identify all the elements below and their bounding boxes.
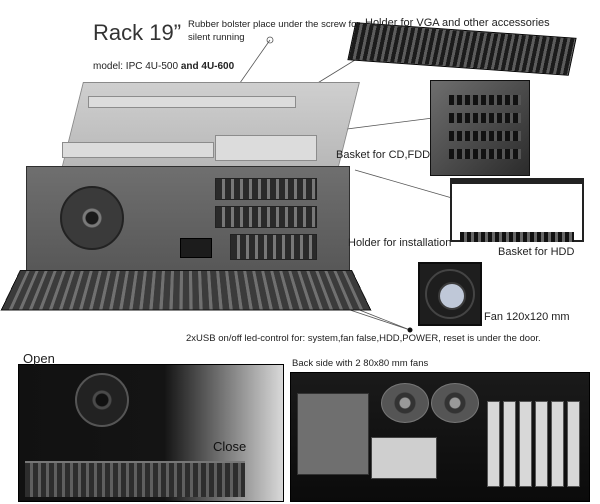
rubber-bolster-note: Rubber bolster place under the screw for… — [188, 19, 360, 43]
caption-back-side: Back side with 2 80x80 mm fans — [292, 358, 429, 369]
psu-bay — [297, 393, 369, 475]
pci-slot — [535, 401, 548, 487]
front-door — [0, 270, 372, 311]
pci-slot — [503, 401, 516, 487]
pci-slot — [519, 401, 532, 487]
label-close: Close — [213, 439, 247, 454]
model-label: model: IPC 4U-500 and 4U-600 — [93, 62, 234, 72]
usb-ports — [180, 238, 212, 258]
photo-back-side — [290, 372, 590, 502]
front-vent-middle — [215, 206, 317, 228]
page-title: Rack 19” — [93, 20, 182, 45]
top-rail — [88, 96, 296, 108]
front-fan-icon — [60, 186, 124, 250]
photo-open-close — [18, 364, 284, 502]
caption-vga-holder: Holder for VGA and other accessories — [365, 17, 550, 29]
photo-fan-icon — [75, 373, 129, 427]
middle-rail — [62, 142, 214, 158]
pci-slot — [551, 401, 564, 487]
photo-door — [25, 461, 245, 497]
front-vent-upper — [215, 178, 317, 200]
fan-120-icon — [418, 262, 482, 326]
model-prefix: model: IPC 4U-500 — [93, 61, 181, 72]
cd-fdd-bay — [215, 135, 317, 161]
caption-basket-hdd: Basket for HDD — [498, 246, 575, 258]
pci-slot — [487, 401, 500, 487]
vga-holder-image — [347, 22, 577, 76]
basket-cd-fdd-image — [430, 80, 530, 176]
back-fan-left-icon — [381, 383, 429, 423]
caption-basket-cd-fdd: Basket for CD,FDD — [336, 149, 431, 161]
io-shield — [371, 437, 437, 479]
pci-slot — [567, 401, 580, 487]
model-variant: and 4U-600 — [180, 61, 235, 72]
back-fan-right-icon — [431, 383, 479, 423]
basket-hdd-image — [450, 178, 584, 242]
front-vent-lower — [230, 234, 317, 260]
caption-holder-installation: Holder for installation — [348, 237, 452, 249]
caption-usb-note: 2xUSB on/off led-control for: system,fan… — [186, 333, 541, 344]
caption-fan: Fan 120x120 mm — [484, 311, 570, 323]
label-open: Open — [23, 351, 55, 366]
